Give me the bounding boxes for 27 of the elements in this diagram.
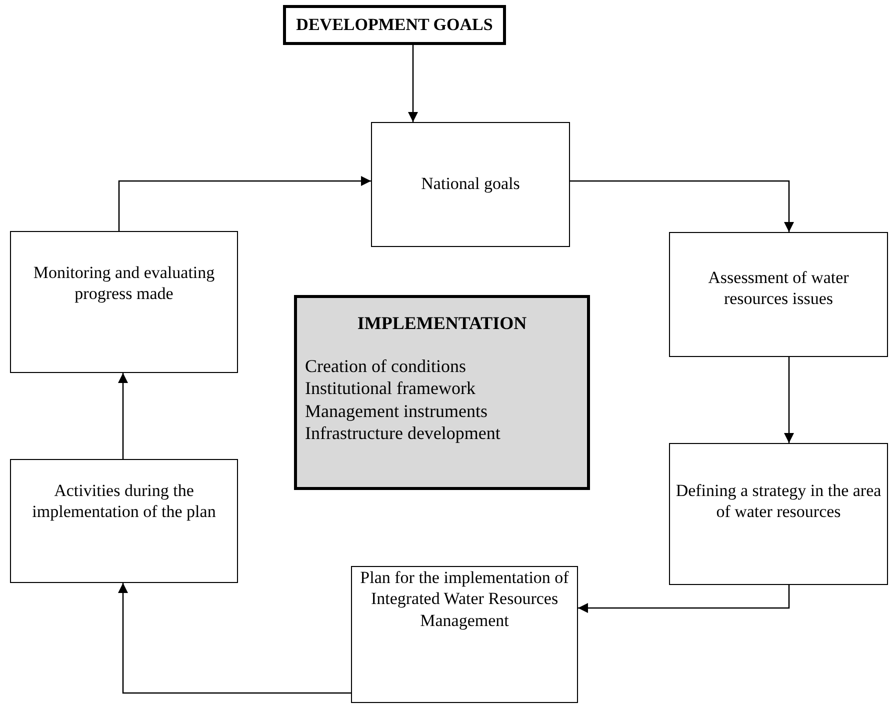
box-text: Activities during the implementation of the plan [31,480,217,522]
box-text: Defining a strategy in the area of water resources [674,480,882,522]
process-box [371,122,570,247]
arrow [784,357,794,443]
list-item: Creation of conditions [305,354,466,377]
list-item: Management instruments [305,400,488,422]
arrow [570,180,794,232]
box-text: Assessment of water resources issues [707,267,850,310]
title-box [283,5,506,45]
process-box [351,566,578,703]
process-box [669,443,888,585]
box-text: Monitoring and evaluating progress made [32,262,216,304]
arrow [578,585,790,613]
arrow [118,176,371,231]
box-text: Plan for the implementation of Integrated Water Resources Management [359,567,570,631]
list-item: Institutional framework [305,377,476,400]
process-box [10,459,238,583]
arrow [408,45,418,122]
process-box [669,232,888,357]
arrow [118,583,351,694]
process-box [10,231,238,373]
implementation-box [294,295,590,490]
box-heading: IMPLEMENTATION [357,312,527,334]
list-item: Infrastructure development [305,422,500,444]
arrow [118,373,128,459]
box-text: National goals [421,173,520,194]
box-title: DEVELOPMENT GOALS [296,14,493,36]
